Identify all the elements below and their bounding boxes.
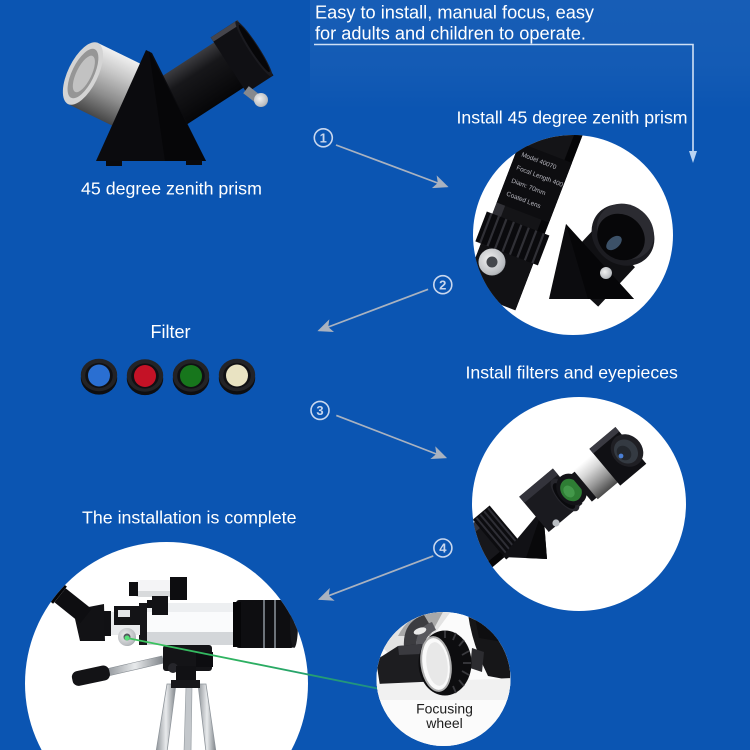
svg-text:1: 1 <box>320 131 327 146</box>
svg-text:for adults and children to ope: for adults and children to operate. <box>315 23 586 43</box>
svg-text:Filter: Filter <box>151 322 191 342</box>
svg-text:The installation is complete: The installation is complete <box>82 508 297 528</box>
svg-text:wheel: wheel <box>425 715 463 731</box>
svg-text:2: 2 <box>439 277 446 292</box>
svg-text:4: 4 <box>439 541 447 556</box>
svg-text:3: 3 <box>316 403 323 418</box>
svg-text:Install filters and eyepieces: Install filters and eyepieces <box>466 362 679 382</box>
svg-text:Install 45 degree zenith prism: Install 45 degree zenith prism <box>457 107 688 127</box>
svg-text:45 degree zenith prism: 45 degree zenith prism <box>81 179 262 199</box>
svg-text:Easy to install, manual focus,: Easy to install, manual focus, easy <box>315 3 595 23</box>
svg-text:Focusing: Focusing <box>416 701 473 717</box>
